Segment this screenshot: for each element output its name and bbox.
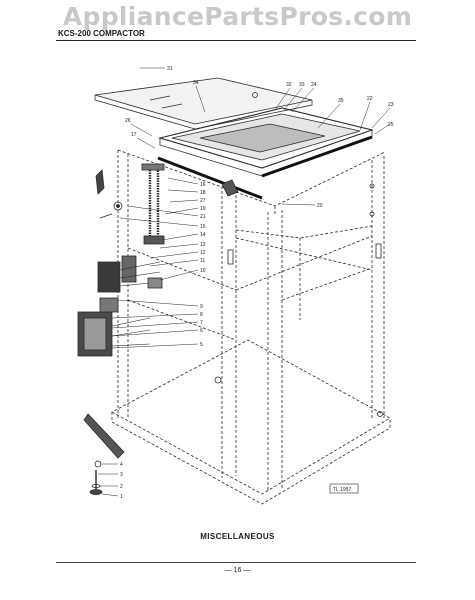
callout-7: 7 — [200, 320, 203, 326]
leveling-foot — [83, 413, 125, 495]
callout-leaders — [98, 67, 391, 497]
callout-4: 4 — [120, 462, 123, 468]
callout-1: 1 — [120, 494, 123, 500]
hinge-bracket — [95, 169, 239, 219]
watermark: AppliancePartsPros.com — [62, 2, 413, 31]
callout-25: 25 — [388, 122, 394, 128]
callout-20: 20 — [317, 203, 323, 209]
callout-18: 18 — [200, 190, 206, 196]
switch-assembly — [77, 255, 163, 357]
model-header: KCS-200 COMPACTOR — [58, 29, 145, 38]
callout-13: 13 — [200, 242, 206, 248]
spring-assembly — [141, 163, 165, 245]
callout-2: 2 — [120, 484, 123, 490]
callout-32: 32 — [286, 82, 292, 88]
callout-35: 35 — [338, 98, 344, 104]
frame-crossbars — [235, 225, 373, 320]
callout-8: 8 — [200, 312, 203, 318]
section-title: MISCELLANEOUS — [200, 532, 275, 541]
page-number: — 16 — — [224, 567, 251, 574]
callout-16: 16 — [200, 182, 206, 188]
callout-14: 14 — [200, 232, 206, 238]
callout-34: 34 — [193, 80, 199, 86]
callout-31: 31 — [167, 66, 173, 72]
callout-17: 17 — [131, 132, 137, 138]
callout-22: 22 — [367, 96, 373, 102]
frame-hardware — [214, 183, 383, 417]
callout-23: 23 — [388, 102, 394, 108]
cabinet-frame — [111, 149, 391, 505]
callout-numbers: 31 34 32 33 24 26 35 22 23 25 17 16 18 2… — [120, 66, 394, 500]
callout-15: 15 — [200, 224, 206, 230]
callout-3: 3 — [120, 472, 123, 478]
header-rule — [56, 40, 416, 41]
footer-rule — [56, 562, 416, 563]
callout-9: 9 — [200, 304, 203, 310]
figure-ref-box: TL 1957 — [329, 483, 359, 494]
callout-19: 19 — [200, 206, 206, 212]
callout-11: 11 — [200, 258, 205, 264]
figure-ref-label: TL 1957 — [333, 487, 351, 493]
callout-21: 21 — [200, 214, 206, 220]
callout-26: 26 — [125, 118, 131, 124]
callout-33: 33 — [299, 82, 305, 88]
callout-27: 27 — [200, 198, 206, 204]
callout-12: 12 — [200, 250, 206, 256]
callout-5: 5 — [200, 342, 203, 348]
callout-10: 10 — [200, 268, 206, 274]
callout-24: 24 — [311, 82, 317, 88]
hopper-frame — [157, 107, 374, 200]
callout-6: 6 — [200, 328, 203, 334]
